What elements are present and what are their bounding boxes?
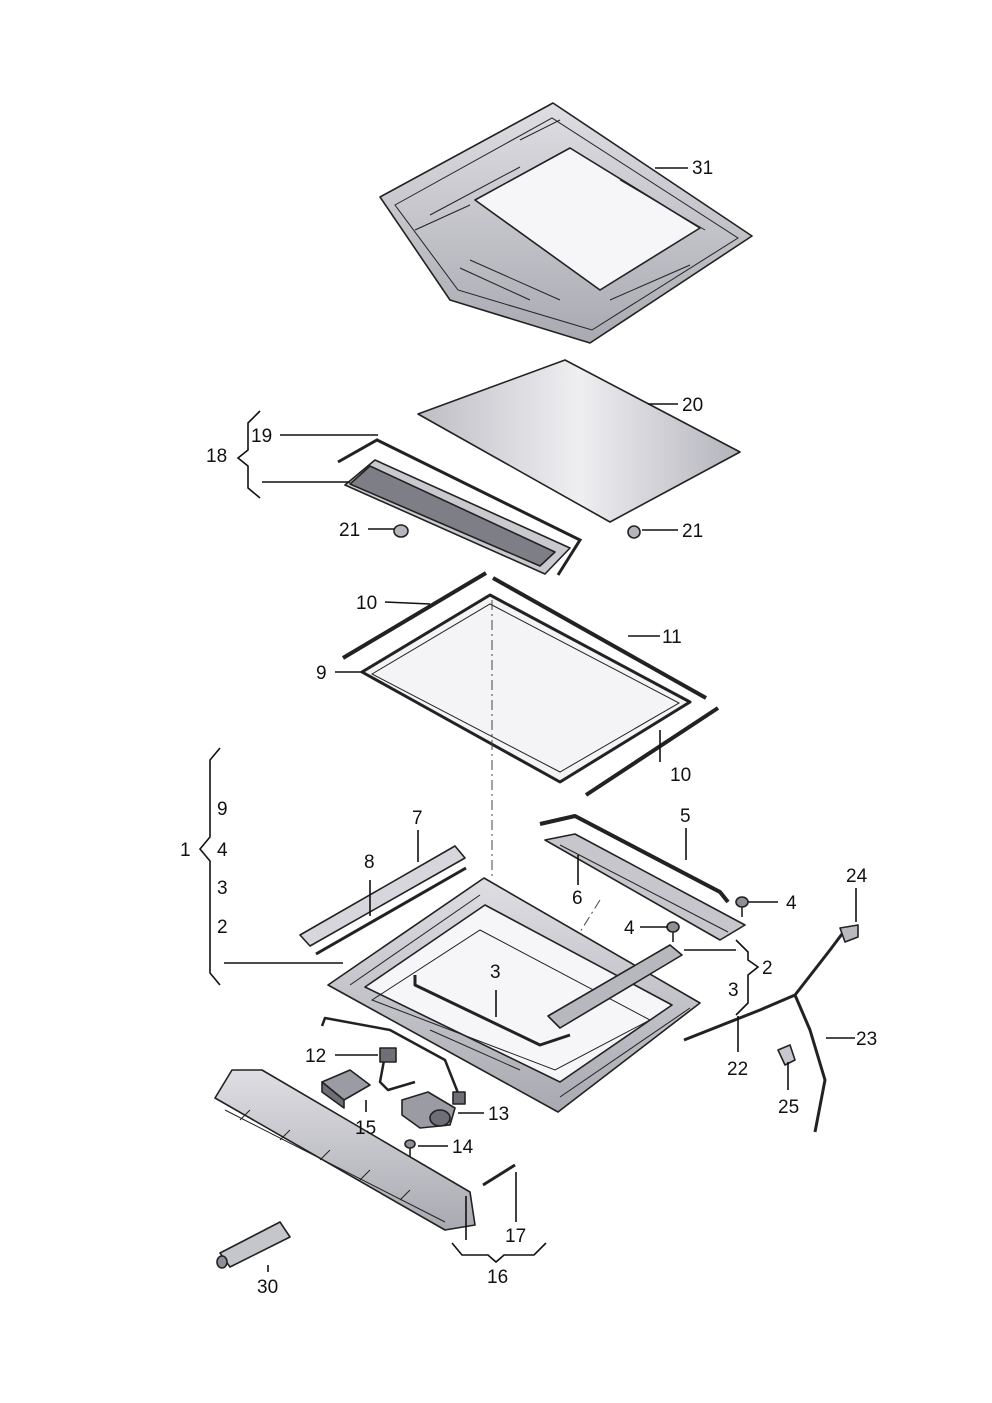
callout-31: 31 (692, 158, 713, 179)
leader-lines (224, 167, 857, 1272)
part-21-bolt-right (627, 525, 641, 539)
callout-20: 20 (682, 395, 703, 416)
callout-11: 11 (662, 627, 682, 648)
callout-3-center: 3 (490, 962, 501, 983)
callout-1-sub-2: 2 (217, 917, 228, 938)
part-17-strip (482, 1163, 516, 1187)
callout-19: 19 (251, 426, 272, 447)
callout-7: 7 (412, 808, 423, 829)
callout-22: 22 (727, 1059, 748, 1080)
callout-17: 17 (505, 1226, 526, 1247)
callout-1: 1 (180, 840, 191, 861)
part-16-trim-panel (214, 1069, 476, 1231)
part-22-23-drain-hoses (683, 924, 859, 1133)
callout-18: 18 (206, 446, 227, 467)
brace-2-3 (735, 939, 760, 1016)
part-1-sunroof-cassette (327, 877, 701, 1113)
part-10-11-seal-strips (341, 571, 720, 797)
part-4-bolt-upper (735, 896, 749, 917)
callout-23: 23 (856, 1029, 877, 1050)
callout-16: 16 (487, 1267, 508, 1288)
callout-4-lower: 4 (624, 918, 635, 939)
callout-1-sub-3: 3 (217, 878, 228, 899)
part-7-8-strips (299, 845, 467, 956)
part-18-19-sunshade (337, 438, 583, 576)
callouts: 31 20 19 18 21 21 10 11 9 10 1 9 4 3 2 7… (180, 158, 877, 1298)
callout-9: 9 (316, 663, 327, 684)
callout-1-sub-9: 9 (217, 799, 228, 820)
callout-21-right: 21 (682, 521, 703, 542)
callout-10-top: 10 (356, 593, 377, 614)
part-4-bolt-lower (666, 921, 680, 942)
callout-15: 15 (355, 1118, 376, 1139)
callout-12: 12 (305, 1046, 326, 1067)
part-12-wiring-harness (320, 1016, 466, 1105)
callout-4-upper: 4 (786, 893, 797, 914)
part-25-clip (777, 1044, 796, 1066)
callout-13: 13 (488, 1104, 509, 1125)
callout-3-right: 3 (728, 980, 739, 1001)
callout-5: 5 (680, 806, 691, 827)
callout-14: 14 (452, 1137, 474, 1158)
part-21-nut-left (393, 524, 409, 538)
part-13-motor (401, 1091, 456, 1129)
brace-1 (198, 747, 221, 986)
part-20-glass-panel (417, 359, 741, 523)
callout-6: 6 (572, 888, 583, 909)
part-15-control-unit (321, 1069, 371, 1109)
assembly-axis-2 (574, 899, 601, 941)
callout-25: 25 (778, 1097, 799, 1118)
callout-2: 2 (762, 958, 773, 979)
callout-24: 24 (846, 866, 868, 887)
callout-30: 30 (257, 1277, 278, 1298)
part-9-seal-frame (360, 593, 692, 784)
brace-18 (236, 410, 261, 499)
part-5-6-deflector (539, 814, 746, 941)
callout-21-left: 21 (339, 520, 360, 541)
part-30-grease-tube (216, 1221, 291, 1269)
part-31-roof-frame (379, 102, 753, 344)
callout-1-sub-4: 4 (217, 840, 228, 861)
brace-16 (451, 1242, 547, 1264)
callout-8: 8 (364, 852, 375, 873)
callout-10-bottom: 10 (670, 765, 691, 786)
